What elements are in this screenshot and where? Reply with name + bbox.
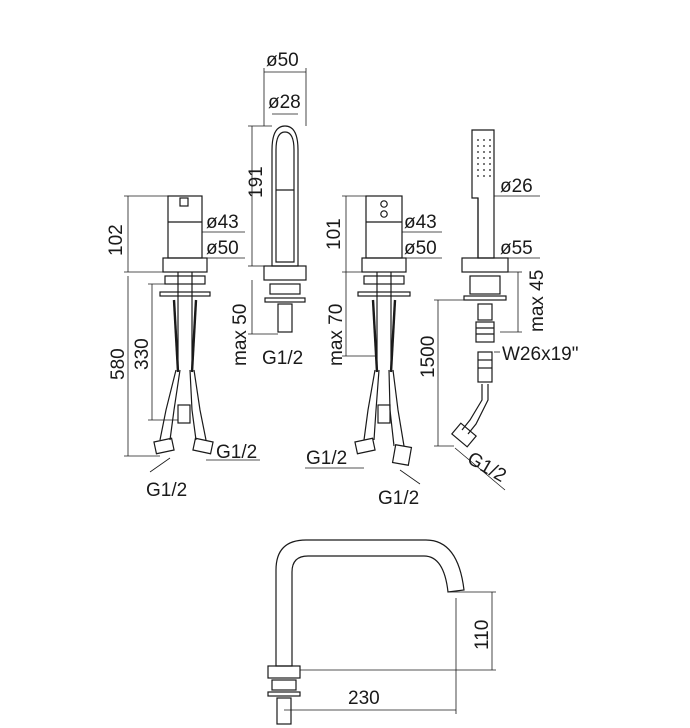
label-w230: 230 xyxy=(348,688,380,709)
label-g12-mid-a: G1/2 xyxy=(306,448,347,469)
label-g12-left-b: G1/2 xyxy=(146,480,187,501)
label-g12-mid-b: G1/2 xyxy=(378,488,419,509)
label-max45: max 45 xyxy=(527,270,548,332)
label-h580: 580 xyxy=(108,348,129,380)
left-mixer-indicator xyxy=(179,197,189,207)
label-d43-left: ø43 xyxy=(206,212,239,233)
label-h191: 191 xyxy=(246,166,267,198)
label-h1500: 1500 xyxy=(418,336,439,378)
left-mixer xyxy=(124,195,260,473)
label-d50-left: ø50 xyxy=(206,238,239,259)
label-h110: 110 xyxy=(472,620,493,650)
label-h102: 102 xyxy=(106,224,127,256)
label-d43-mid: ø43 xyxy=(404,212,437,233)
label-h101: 101 xyxy=(324,218,345,250)
shower-nozzles xyxy=(477,139,491,177)
middle-mixer xyxy=(305,195,442,485)
middle-mixer-indicator-bottom xyxy=(380,210,388,218)
label-d50-mid: ø50 xyxy=(404,238,437,259)
spout-front xyxy=(248,68,307,335)
left-mixer-base xyxy=(162,257,208,273)
dimension-labels: ø50 ø28 191 max 50 G1/2 102 ø43 ø50 330 … xyxy=(106,50,578,709)
label-max70: max 70 xyxy=(326,304,347,366)
label-d50-top: ø50 xyxy=(266,50,299,71)
label-g12-spout: G1/2 xyxy=(262,348,303,369)
label-d26: ø26 xyxy=(500,176,533,197)
middle-mixer-indicator-top xyxy=(380,200,388,208)
label-g12-left-a: G1/2 xyxy=(216,442,257,463)
label-w26: W26x19" xyxy=(502,344,578,365)
hand-shower xyxy=(434,129,540,491)
label-d28: ø28 xyxy=(268,92,301,113)
label-max50: max 50 xyxy=(230,304,251,366)
label-d55: ø55 xyxy=(500,238,533,259)
label-h330: 330 xyxy=(132,338,153,370)
spout-side xyxy=(267,539,496,725)
label-g12-shower: G1/2 xyxy=(464,448,510,487)
